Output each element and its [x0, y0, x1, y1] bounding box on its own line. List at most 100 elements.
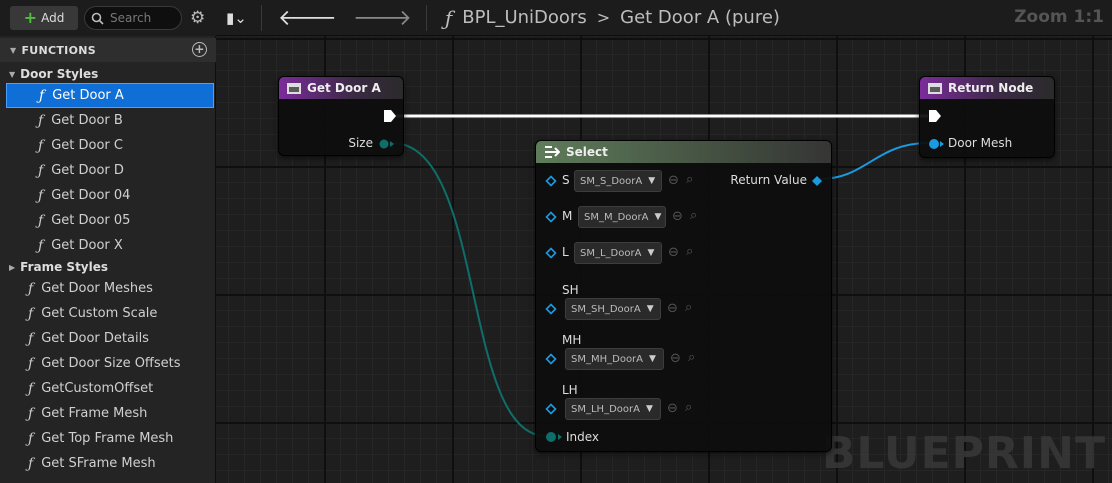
breadcrumb-function[interactable]: Get Door A (pure)	[620, 7, 780, 28]
function-node-icon	[287, 82, 301, 94]
function-label: Get Door Size Offsets	[41, 356, 181, 371]
index-wire	[391, 142, 547, 437]
mesh-asset-dropdown[interactable]: SM_SH_DoorA▼	[565, 298, 661, 320]
function-label: Get Door Details	[41, 331, 149, 346]
chevron-down-icon: ▼	[646, 304, 654, 314]
exec-output-pin[interactable]	[383, 109, 397, 123]
function-label: Get Door 05	[51, 213, 131, 228]
select-icon	[545, 146, 560, 158]
browse-asset-icon[interactable]: ⌕	[686, 244, 694, 259]
return-node[interactable]: Return Node Door Mesh	[919, 76, 1055, 158]
function-icon: ƒ	[38, 162, 44, 179]
collapsed-triangle-icon: ▶	[9, 262, 16, 272]
function-entry-node[interactable]: Get Door A Size	[278, 76, 404, 156]
option-input-pin[interactable]	[545, 353, 557, 365]
function-label: Get Door Meshes	[41, 281, 153, 296]
panel-toolbar: + Add Search ⚙	[0, 0, 216, 36]
breadcrumb-blueprint[interactable]: BPL_UniDoors	[462, 7, 587, 28]
return-value-output-pin[interactable]	[811, 175, 823, 187]
function-node-icon	[928, 82, 942, 94]
search-input[interactable]: Search	[84, 6, 182, 30]
add-function-icon[interactable]: +	[192, 42, 207, 57]
functions-section-header[interactable]: ▼ FUNCTIONS +	[0, 38, 216, 62]
function-label: Get Frame Mesh	[41, 406, 148, 421]
browse-asset-icon[interactable]: ⌕	[690, 208, 698, 223]
category-frame-styles[interactable]: ▶ Frame Styles	[0, 257, 108, 277]
function-label: Get Door A	[52, 88, 124, 103]
option-label: MH	[562, 333, 582, 347]
door-mesh-input-pin[interactable]	[928, 138, 944, 150]
function-label: GetCustomOffset	[41, 381, 154, 396]
option-input-pin[interactable]	[545, 403, 557, 415]
function-icon: ƒ	[28, 380, 34, 397]
back-arrow-icon[interactable]: 🡐	[277, 5, 337, 31]
function-list-item[interactable]: ƒ Get Top Frame Mesh	[0, 426, 216, 451]
bookmark-icon[interactable]: ▮⌄	[226, 8, 247, 27]
gear-icon[interactable]: ⚙	[190, 8, 206, 28]
graph-canvas[interactable]: BLUEPRINT Get Door A Size Return Node Do…	[216, 36, 1112, 483]
function-label: Get Custom Scale	[41, 306, 158, 321]
plus-icon: +	[23, 8, 38, 27]
wires-layer	[391, 114, 929, 437]
browse-asset-icon[interactable]: ⌕	[686, 172, 694, 187]
function-icon: ƒ	[38, 237, 44, 254]
category-door-styles[interactable]: ▼ Door Styles	[0, 64, 98, 84]
functions-header-label: FUNCTIONS	[21, 43, 96, 57]
node-title: Get Door A	[307, 81, 381, 95]
option-input-pin[interactable]	[545, 247, 557, 259]
function-list-item[interactable]: ƒ Get Custom Scale	[0, 301, 216, 326]
option-input-pin[interactable]	[545, 211, 557, 223]
function-label: Get Door B	[51, 113, 123, 128]
exec-input-pin[interactable]	[928, 109, 942, 123]
chevron-down-icon: ▼	[647, 248, 655, 258]
browse-asset-icon[interactable]: ⌕	[685, 400, 693, 415]
function-label: Get Door C	[51, 138, 123, 153]
mesh-asset-dropdown[interactable]: SM_L_DoorA▼	[574, 242, 662, 264]
use-selected-asset-icon[interactable]: ⊖	[668, 173, 679, 188]
function-label: Get Top Frame Mesh	[41, 431, 174, 446]
mesh-asset-dropdown[interactable]: SM_MH_DoorA ▼	[565, 348, 664, 370]
mesh-asset-dropdown[interactable]: SM_S_DoorA▼	[574, 170, 662, 192]
chevron-down-icon: ▼	[649, 354, 656, 364]
use-selected-asset-icon[interactable]: ⊖	[667, 401, 678, 416]
option-input-pin[interactable]	[545, 303, 557, 315]
use-selected-asset-icon[interactable]: ⊖	[667, 301, 678, 316]
use-selected-asset-icon[interactable]: ⊖	[670, 351, 681, 366]
browse-asset-icon[interactable]: ⌕	[688, 350, 696, 365]
use-selected-asset-icon[interactable]: ⊖	[668, 245, 679, 260]
option-input-pin[interactable]	[545, 175, 557, 187]
option-label: LH	[562, 383, 578, 397]
option-label: SH	[562, 283, 579, 297]
function-icon: ƒ	[28, 305, 34, 322]
use-selected-asset-icon[interactable]: ⊖	[672, 209, 683, 224]
mesh-asset-dropdown[interactable]: SM_M_DoorA▼	[578, 206, 666, 228]
size-output-pin[interactable]	[379, 138, 395, 150]
function-list-item[interactable]: ƒ GetCustomOffset	[0, 376, 216, 401]
node-title: Return Node	[948, 81, 1034, 95]
index-input-pin[interactable]	[545, 431, 563, 443]
category-label: Door Styles	[20, 67, 99, 81]
mesh-asset-dropdown[interactable]: SM_LH_DoorA▼	[565, 398, 661, 420]
function-label: Get SFrame Mesh	[41, 456, 156, 471]
node-header: Select	[536, 141, 831, 163]
function-icon: ƒ	[28, 430, 34, 447]
browse-asset-icon[interactable]: ⌕	[685, 300, 693, 315]
size-pin-label: Size	[348, 136, 373, 150]
chevron-right-icon: >	[596, 8, 611, 27]
dropdown-value: SM_MH_DoorA	[571, 353, 644, 365]
add-button[interactable]: + Add	[10, 6, 78, 30]
forward-arrow-icon[interactable]: 🡒	[352, 5, 412, 31]
